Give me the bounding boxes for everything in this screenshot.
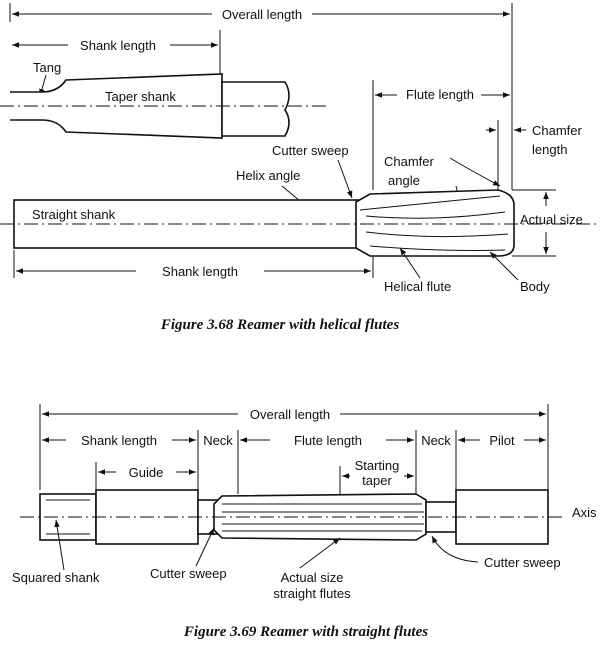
neck-right-label: Neck — [421, 433, 451, 448]
starting-taper-label-2: taper — [362, 473, 392, 488]
taper-shank-end — [221, 81, 290, 137]
cutter-sweep-right-leader — [431, 535, 479, 563]
squared-shank-leader — [54, 519, 65, 571]
chamfer-angle-arrow — [449, 157, 501, 187]
starting-taper-label-1: Starting — [355, 458, 400, 473]
overall-length-label: Overall length — [222, 7, 302, 22]
helical-flute-label: Helical flute — [384, 279, 451, 294]
shank-length-bottom-label: Shank length — [162, 264, 238, 279]
cutter-sweep-label: Cutter sweep — [272, 143, 349, 158]
straight-shank-label: Straight shank — [32, 207, 116, 222]
figure2-caption: Figure 3.69 Reamer with straight flutes — [183, 624, 428, 640]
flute-line-3 — [365, 231, 509, 238]
squared-shank-label: Squared shank — [12, 570, 100, 585]
neck-left-label: Neck — [203, 433, 233, 448]
flute-line-1 — [359, 195, 501, 211]
body-leader — [489, 251, 519, 281]
actual-size-leader — [299, 537, 341, 569]
actual-size-label: Actual size — [520, 212, 583, 227]
taper-shank-body — [10, 73, 223, 139]
helical-flute-body — [355, 189, 515, 257]
body-label: Body — [520, 279, 550, 294]
chamfer-angle-label-1: Chamfer — [384, 154, 435, 169]
chamfer-angle-label-2: angle — [388, 173, 420, 188]
taper-shank-label: Taper shank — [105, 89, 176, 104]
helical-flute-leader — [399, 247, 421, 279]
actual-size-label-2: straight flutes — [273, 586, 351, 601]
shank-length-label-2: Shank length — [81, 433, 157, 448]
cutter-sweep-left-leader — [195, 527, 215, 567]
figure1-caption: Figure 3.68 Reamer with helical flutes — [160, 317, 400, 333]
cutter-sweep-leader — [337, 159, 353, 199]
shank-length-top-label: Shank length — [80, 38, 156, 53]
flute-line-4 — [369, 245, 506, 251]
axis-label: Axis — [572, 505, 597, 520]
tang-label: Tang — [33, 60, 61, 75]
cutter-sweep-right-label: Cutter sweep — [484, 555, 561, 570]
chamfer-length-label-2: length — [532, 142, 567, 157]
flute-line-2 — [365, 211, 506, 219]
actual-size-label-1: Actual size — [281, 570, 344, 585]
pilot-label: Pilot — [489, 433, 515, 448]
flute-length-label-2: Flute length — [294, 433, 362, 448]
figure-straight-reamer: Overall length Shank length Neck Flute l… — [12, 404, 597, 640]
overall-length-label-2: Overall length — [250, 407, 330, 422]
helix-angle-label: Helix angle — [236, 168, 300, 183]
cutter-sweep-left-label: Cutter sweep — [150, 566, 227, 581]
guide-label: Guide — [129, 465, 164, 480]
figure-helical-reamer: Overall length Shank length Tang Taper s… — [0, 3, 600, 333]
chamfer-length-label-1: Chamfer — [532, 123, 583, 138]
flute-length-label: Flute length — [406, 87, 474, 102]
